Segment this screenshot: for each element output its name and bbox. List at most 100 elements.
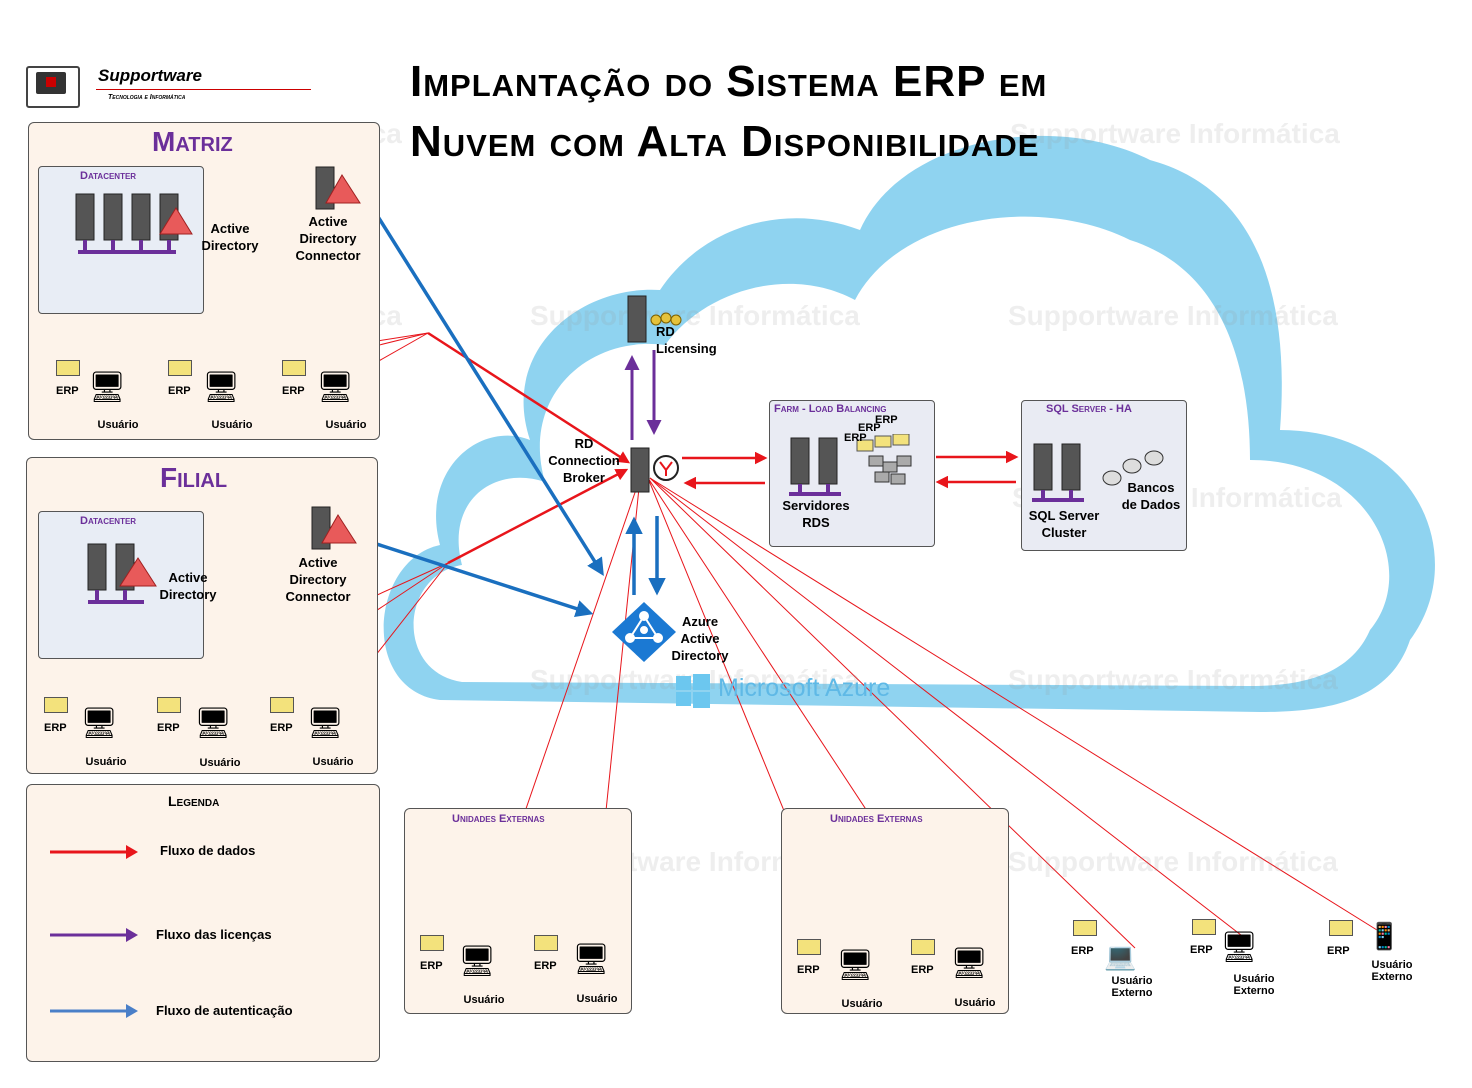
user-label: Usuário: [199, 757, 241, 769]
azure-ad-icon: [612, 602, 676, 662]
ad-connector-server-icon: [315, 166, 361, 210]
erp-label: ERP: [44, 722, 67, 734]
erp-label: ERP: [282, 385, 305, 397]
user-workstation-icon: 🖥: [1220, 931, 1259, 964]
sql-cluster-icon: [1032, 443, 1164, 502]
page-title: Implantação do Sistema ERP em Nuvem com …: [410, 52, 1240, 172]
filial-heading: Filial: [160, 462, 228, 493]
legend-title: Legenda: [168, 793, 220, 809]
legend: [26, 784, 380, 1062]
ad-connector-server-icon: [311, 506, 357, 550]
mobile-phone-icon: 📱: [1368, 921, 1401, 951]
external-unit-1-title: Unidades Externas: [452, 813, 545, 825]
external-unit-2: [781, 808, 1009, 1014]
user-workstation-icon: 🖥: [316, 371, 355, 404]
filial-adc-label: Active Directory Connector: [285, 555, 351, 604]
user-workstation-icon: 🖥: [306, 707, 345, 740]
matriz-adc-label: Active Directory Connector: [295, 214, 361, 263]
windows-logo-icon: [676, 674, 710, 708]
erp-icon: [1073, 920, 1097, 936]
user-label: Usuário: [85, 756, 127, 768]
erp-label: ERP: [797, 964, 820, 976]
user-workstation-icon: 🖥: [950, 947, 989, 980]
farm-erp-label: ERP: [875, 414, 898, 426]
filial-ad-label: Active Directory: [159, 570, 217, 602]
filial-datacenter-label: Datacenter: [80, 515, 137, 527]
logo-icon: [26, 66, 80, 108]
farm-erp-label: ERP: [858, 422, 881, 434]
erp-icon: [534, 935, 558, 951]
server-rack-icon: [87, 543, 157, 604]
title-line-1: Implantação do Sistema ERP em: [410, 57, 1048, 106]
erp-icon: [1329, 920, 1353, 936]
erp-label: ERP: [270, 722, 293, 734]
external-unit-1: [404, 808, 632, 1014]
user-workstation-icon: 🖥: [836, 949, 875, 982]
external-user-label: Usuário Externo: [1371, 959, 1413, 983]
external-user-label: Usuário Externo: [1111, 975, 1153, 999]
watermark: Supportware Informática: [1008, 664, 1338, 695]
external-user-label: Usuário Externo: [1233, 973, 1275, 997]
watermark: Supportware Informática: [530, 300, 860, 331]
erp-icon: [157, 697, 181, 713]
title-line-2: Nuvem com Alta Disponibilidade: [410, 117, 1040, 166]
erp-label: ERP: [56, 385, 79, 397]
erp-icon: [44, 697, 68, 713]
user-workstation-icon: 🖥: [458, 945, 497, 978]
user-label: Usuário: [312, 756, 354, 768]
erp-icon: [420, 935, 444, 951]
watermark: Supportware Informática: [1010, 118, 1340, 149]
rd-broker-label: RD Connection Broker: [548, 436, 620, 485]
watermark: Supportware Informática: [1008, 846, 1338, 877]
logo-rule: [96, 89, 311, 90]
user-workstation-icon: 🖥: [194, 707, 233, 740]
rd-licensing-label: RD Licensing: [656, 324, 717, 356]
watermark: Supportware Informática: [1008, 300, 1338, 331]
server-rack-icon: [75, 193, 193, 254]
user-workstation-icon: 🖥: [202, 371, 241, 404]
databases-label: Bancos de Dados: [1121, 480, 1181, 512]
user-workstation-icon: 🖥: [80, 707, 119, 740]
erp-label: ERP: [168, 385, 191, 397]
laptop-icon: 💻: [1104, 941, 1137, 971]
farm-servers-label: Servidores RDS: [782, 498, 850, 530]
erp-icon: [168, 360, 192, 376]
legend-item-data: Fluxo de dados: [160, 843, 256, 858]
user-label: Usuário: [463, 994, 505, 1006]
user-label: Usuário: [97, 419, 139, 431]
sql-title: SQL Server - HA: [1046, 403, 1132, 415]
external-unit-2-title: Unidades Externas: [830, 813, 923, 825]
farm-erp-label: ERP: [844, 432, 867, 444]
erp-icon: [911, 939, 935, 955]
sql-cluster-label: SQL Server Cluster: [1028, 508, 1100, 540]
user-label: Usuário: [325, 419, 367, 431]
farm-title: Farm - Load Balancing: [774, 403, 887, 415]
erp-label: ERP: [157, 722, 180, 734]
matriz-heading: Matriz: [152, 126, 233, 157]
legend-item-auth: Fluxo de autenticação: [156, 1003, 293, 1018]
legend-arrows: [50, 845, 138, 1018]
legend-item-license: Fluxo das licenças: [156, 927, 272, 942]
erp-label: ERP: [1327, 945, 1350, 957]
azure-ad-label: Azure Active Directory: [671, 614, 729, 663]
logo-tagline: Tecnologia e Informática: [108, 94, 186, 101]
erp-label: ERP: [911, 964, 934, 976]
rd-licensing-server-icon: [627, 295, 682, 343]
erp-label: ERP: [1071, 945, 1094, 957]
erp-icon: [270, 697, 294, 713]
erp-icon: [797, 939, 821, 955]
rd-broker-server-icon: [630, 447, 679, 493]
erp-label: ERP: [534, 960, 557, 972]
user-label: Usuário: [954, 997, 996, 1009]
erp-icon: [282, 360, 306, 376]
user-label: Usuário: [211, 419, 253, 431]
microsoft-azure-brand: Microsoft Azure: [718, 674, 891, 702]
user-workstation-icon: 🖥: [88, 371, 127, 404]
user-workstation-icon: 🖥: [572, 943, 611, 976]
erp-label: ERP: [420, 960, 443, 972]
erp-icon: [56, 360, 80, 376]
matriz-datacenter-label: Datacenter: [80, 170, 137, 182]
user-label: Usuário: [576, 993, 618, 1005]
erp-icon: [1192, 919, 1216, 935]
